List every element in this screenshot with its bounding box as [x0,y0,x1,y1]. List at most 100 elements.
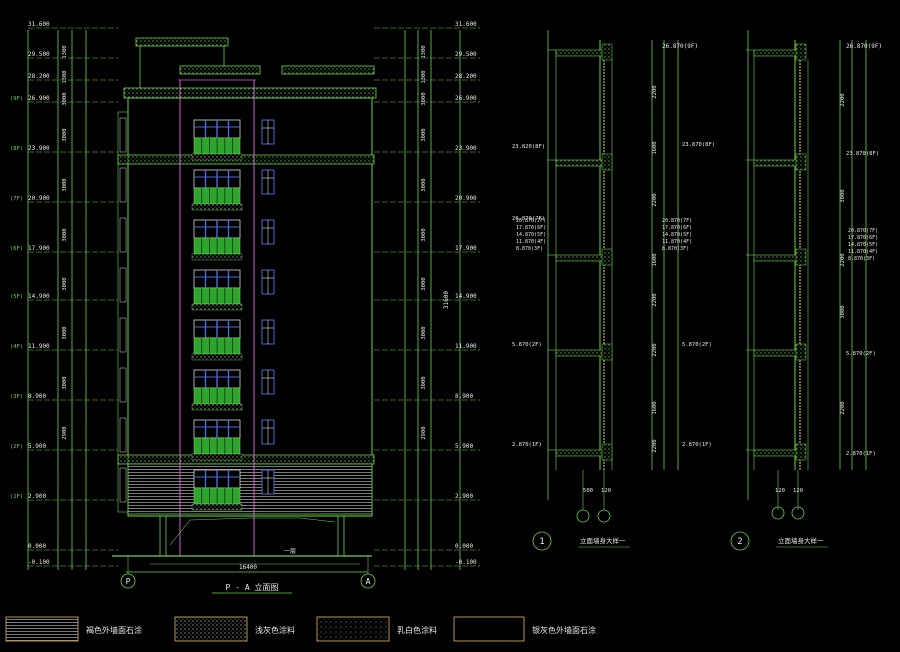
left-level-label: 5.900 [28,443,46,450]
window-bay [119,267,275,311]
left-dim: 3000 [62,228,68,241]
left-floor-tag: (9F) [10,96,23,102]
right-level-label: 14.900 [455,293,477,300]
section1-dim: 2200 [652,193,658,206]
window-bay [119,467,275,511]
left-level-label: 8.900 [28,393,46,400]
section2-detail-bubble [730,531,750,551]
left-dim: 3000 [62,376,68,389]
section2-multi-level: 11.870(4F) [848,249,878,255]
left-floor-tag: (6F) [10,246,23,252]
section2-multi-level: 17.870(6F) [848,235,878,241]
wall-section-2: 26.870(9F) 23.870(8F)5.870(2F)2.870(1F) … [730,30,882,551]
left-dim: 1300 [62,45,68,58]
right-dim: 3000 [421,178,427,191]
section1-level-label: 2.870(1F) [512,442,542,448]
section1-multi-level-right: 20.870(7F) [662,218,692,224]
section2-caption: 立面墙身大样一 [778,536,824,545]
left-floor-tag: (1F) [10,494,23,500]
right-dim: 3000 [421,376,427,389]
legend-label-4: 银灰色外墙面石涂 [532,625,596,635]
section1-right-level: 5.870(2F) [682,342,712,348]
right-dim: 2900 [421,426,427,439]
right-level-label: -0.100 [455,559,477,566]
right-level-label: 28.200 [455,73,477,80]
left-floor-tag: (7F) [10,196,23,202]
floor-slab [753,449,801,457]
floor-slab [555,254,607,262]
left-floor-tag: (8F) [10,146,23,152]
building-elevation: 31.60029.50028.20026.90023.90020.90017.9… [10,21,480,594]
right-dim: 3000 [421,326,427,339]
section1-dim: 1600 [652,253,658,266]
section1-bottom-dim-1: 500 [583,488,593,494]
window-bay [119,117,275,161]
section1-dim: 2200 [652,85,658,98]
section2-dim: 2200 [840,253,846,266]
left-level-label: 11.900 [28,343,50,350]
left-dim: 3000 [62,326,68,339]
right-level-label: 2.900 [455,493,473,500]
floor-slab [555,49,607,57]
section1-right-level: 23.870(8F) [682,142,715,148]
left-floor-tag: (3F) [10,394,23,400]
right-dim: 3000 [421,228,427,241]
right-level-label: 17.900 [455,245,477,252]
section2-bottom-dim-2: 120 [793,488,803,494]
left-dim: 1300 [62,70,68,83]
left-dim: 3000 [62,178,68,191]
left-level-label: 26.900 [28,95,50,102]
section1-dim: 1600 [652,141,658,154]
section1-multi-level-right: 8.870(3F) [662,246,689,252]
section1-level-label: 20.870(7F) [512,216,545,222]
floor-slab [555,349,607,357]
right-level-label: 23.900 [455,145,477,152]
legend-swatch-dots-light [174,616,248,642]
floor-slab [753,254,801,262]
section1-level-label: 23.820(8F) [512,144,545,150]
legend-label-1: 褐色外墙面石涂 [86,625,142,635]
section1-top-level: 26.870(9F) [662,43,698,50]
section1-level-label: 5.870(2F) [512,342,542,348]
floor-slab [753,349,801,357]
section1-multi-level: 8.870(3F) [516,246,543,252]
width-dimension: 16400 [239,564,257,571]
section1-multi-level-right: 14.870(5F) [662,232,692,238]
left-floor-tag: (4F) [10,344,23,350]
section1-caption: 立面墙身大样一 [580,536,626,545]
left-dim: 3000 [62,277,68,290]
section2-number: 2 [737,537,742,547]
right-level-label: 8.900 [455,393,473,400]
legend-swatch-plain [453,616,525,642]
section1-dim: 2200 [652,439,658,452]
floor-slab [753,159,801,167]
wall-section-1: 26.870(9F) 23.820(8F) 20.870(7F) 5.870(2F)… [512,30,715,551]
window-bay [119,167,275,211]
left-level-label: 17.900 [28,245,50,252]
left-dim: 3000 [62,128,68,141]
section1-dim: 2200 [652,293,658,306]
legend-swatch-lines [5,616,79,642]
total-height-dimension: 31600 [443,291,450,309]
section1-dim: 2200 [652,343,658,356]
section2-dim: 2200 [840,401,846,414]
right-level-label: 11.900 [455,343,477,350]
right-dim: 3000 [421,128,427,141]
legend-label-2: 浅灰色涂料 [255,625,295,635]
section2-bottom-dim-1: 120 [775,488,785,494]
section2-multi-level: 20.870(7F) [848,228,878,234]
section2-level-label: 5.870(2F) [846,351,876,357]
material-legend: 褐色外墙面石涂 浅灰色涂料 乳白色涂料 银灰色外墙面石涂 [5,616,596,642]
floor-slab [555,159,607,167]
left-floor-tag: (2F) [10,444,23,450]
floor-slab [753,49,801,57]
right-dim: 3000 [421,92,427,105]
left-level-label: 0.000 [28,543,46,550]
section2-multi-level: 14.870(5F) [848,242,878,248]
window-bay [119,217,275,261]
ground-note: 一层 [284,548,296,555]
right-level-label: 29.500 [455,51,477,58]
floor-slab [555,449,607,457]
left-level-label: -0.100 [28,559,50,566]
section2-multi-level: 8.870(3F) [848,256,875,262]
